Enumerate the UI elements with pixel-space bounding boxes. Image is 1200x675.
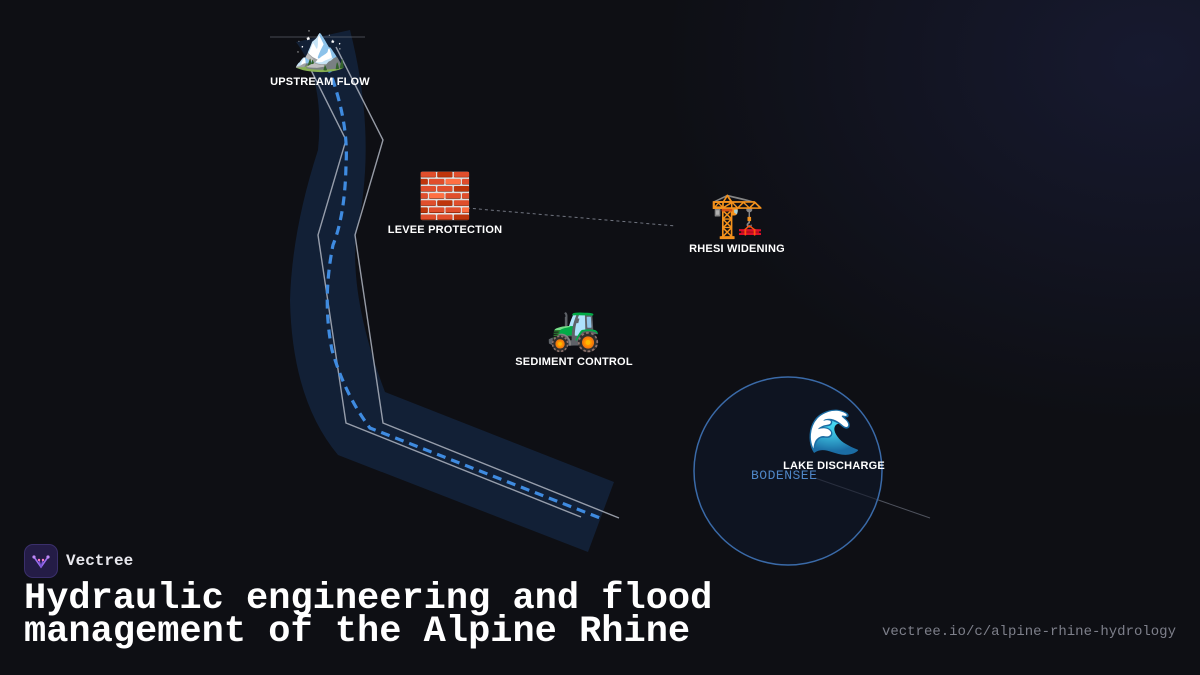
node-label: SEDIMENT CONTROL (515, 356, 633, 368)
node-sediment-control: 🚜 SEDIMENT CONTROL (515, 303, 633, 369)
node-upstream-flow: 🏔️ UPSTREAM FLOW (270, 23, 370, 89)
river-flow-line (325, 63, 601, 520)
brick-wall-icon: 🧱 (417, 171, 473, 222)
brand-name: Vectree (66, 552, 134, 570)
node-rhesi-widening: 🏗️ RHESI WIDENING (689, 190, 785, 256)
node-label: UPSTREAM FLOW (270, 76, 370, 88)
node-levee-protection: 🧱 LEVEE PROTECTION (387, 171, 503, 237)
levee-rhesi-connector (454, 206, 677, 227)
node-label: RHESI WIDENING (689, 243, 785, 255)
mountain-icon: 🏔️ (292, 23, 348, 74)
node-label: LEVEE PROTECTION (387, 224, 503, 236)
lake-bodensee (693, 376, 883, 566)
source-url[interactable]: vectree.io/c/alpine-rhine-hydrology (881, 624, 1176, 640)
brand[interactable]: Vectree (24, 544, 133, 578)
water-wave-icon: 🌊 (806, 407, 862, 458)
tractor-icon: 🚜 (546, 303, 602, 354)
river-corridor (290, 30, 614, 552)
page-title: Hydraulic engineering and flood manageme… (24, 578, 713, 653)
left-embankment (305, 59, 582, 518)
lake-name-label: BODENSEE (751, 468, 818, 483)
node-lake-discharge: 🌊 LAKE DISCHARGE (783, 407, 885, 473)
vectree-logo-icon (24, 544, 58, 578)
right-embankment (335, 46, 620, 519)
node-label: LAKE DISCHARGE (783, 460, 885, 472)
construction-crane-icon: 🏗️ (709, 190, 765, 241)
